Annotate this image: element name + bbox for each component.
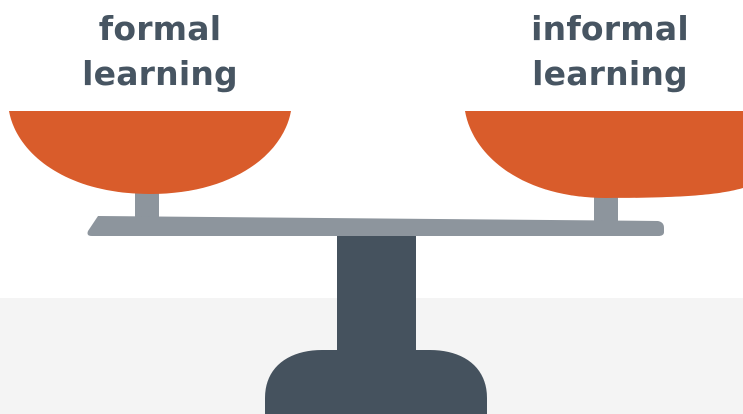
informal-label-line1: informal — [531, 9, 689, 48]
scale-beam — [87, 216, 664, 236]
scale-column — [337, 230, 416, 358]
formal-label-line1: formal — [98, 9, 222, 48]
formal-label-line2: learning — [82, 54, 238, 93]
left-pan — [9, 111, 291, 194]
right-pan-stem — [594, 193, 618, 225]
right-pan — [465, 111, 743, 198]
formal-learning-label: formal learning — [50, 6, 270, 96]
informal-label-line2: learning — [532, 54, 688, 93]
scale-base — [265, 350, 487, 414]
informal-learning-label: informal learning — [500, 6, 720, 96]
